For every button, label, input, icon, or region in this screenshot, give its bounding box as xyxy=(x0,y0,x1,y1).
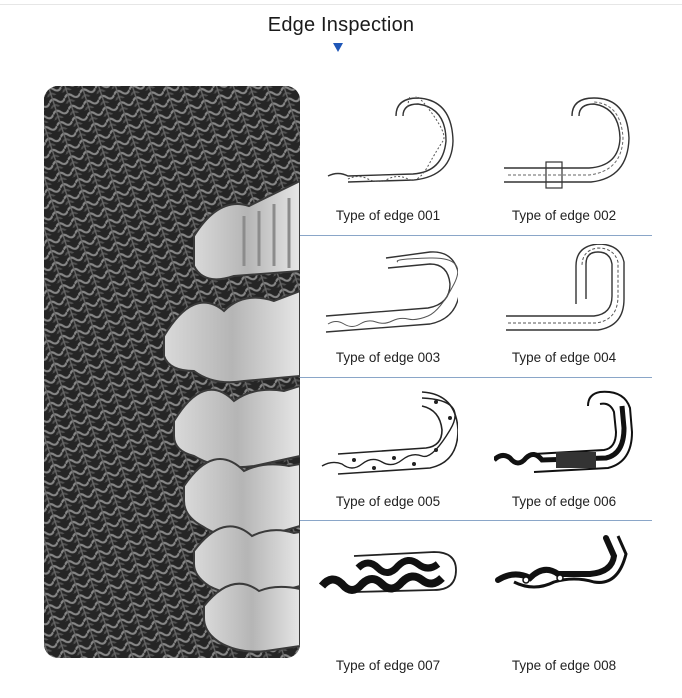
edge-caption: Type of edge 004 xyxy=(511,350,617,365)
edge-caption: Type of edge 002 xyxy=(511,208,617,223)
hooked-edge-004-icon xyxy=(506,244,625,331)
top-divider xyxy=(0,4,682,5)
hooked-edge-003-icon xyxy=(325,251,458,333)
edge-caption: Type of edge 008 xyxy=(511,658,617,673)
hooked-edge-002-icon xyxy=(504,97,630,189)
edge-caption: Type of edge 007 xyxy=(335,658,441,673)
edge-caption: Type of edge 001 xyxy=(335,208,441,223)
mesh-photo xyxy=(44,86,300,658)
edge-caption: Type of edge 003 xyxy=(335,350,441,365)
row-divider xyxy=(300,235,652,236)
row-divider xyxy=(300,377,652,378)
row-divider xyxy=(300,520,652,521)
hooked-edge-005-icon xyxy=(321,391,458,475)
hooked-edge-008-icon xyxy=(495,535,628,589)
hooked-edge-006-icon xyxy=(494,390,634,473)
edge-caption: Type of edge 006 xyxy=(511,494,617,509)
hooked-edge-001-icon xyxy=(327,96,454,183)
down-arrow-icon xyxy=(333,43,343,52)
edge-caption: Type of edge 005 xyxy=(335,494,441,509)
edge-types-grid: Type of edge 001 Type of edge 002 Type o… xyxy=(300,86,652,673)
hooked-edge-007-icon xyxy=(318,551,457,594)
page-title: Edge Inspection xyxy=(267,14,415,36)
